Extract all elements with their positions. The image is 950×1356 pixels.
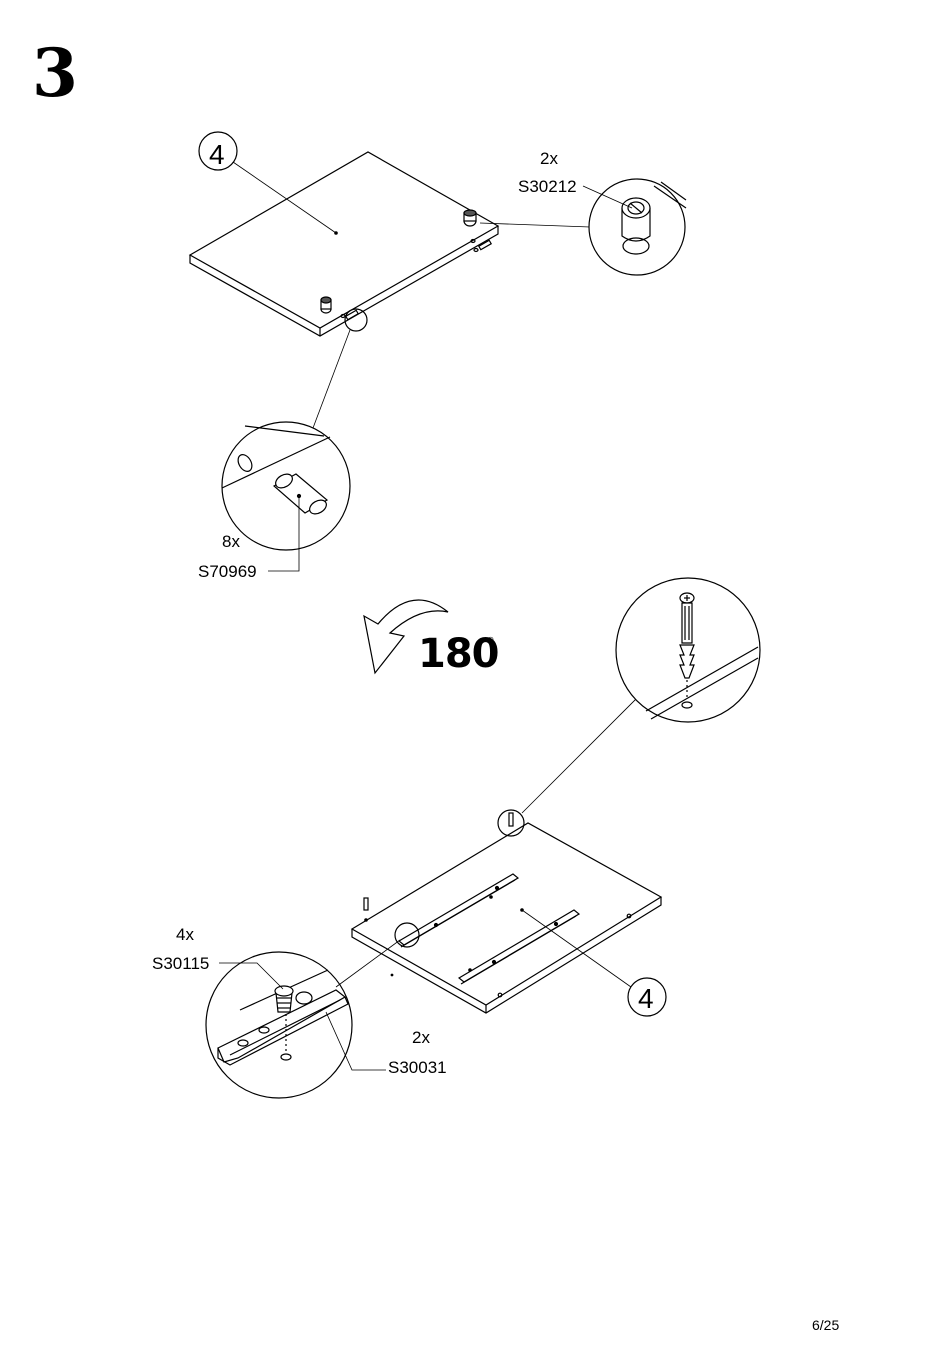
dowel-quantity: 8x [222, 533, 240, 550]
part-number-bottom: 4 [638, 985, 654, 1013]
part-number-top: 4 [209, 141, 225, 169]
cam-lock-code: S30212 [518, 178, 577, 195]
degree-symbol: ○ [487, 633, 494, 645]
rail-code: S30031 [388, 1059, 447, 1076]
dowel-detail-circle [222, 422, 350, 571]
screw-quantity: 4x [176, 926, 194, 943]
connector-bolt-detail-circle [616, 578, 760, 722]
cam-lock-detail-circle [583, 179, 686, 275]
bottom-panel-board [352, 823, 661, 1013]
dowel-code: S70969 [198, 563, 257, 580]
cam-lock-quantity: 2x [540, 150, 558, 167]
screw-code: S30115 [152, 955, 209, 972]
rail-quantity: 2x [412, 1029, 430, 1046]
page-number: 6/25 [812, 1317, 839, 1333]
top-panel-board [190, 152, 498, 336]
